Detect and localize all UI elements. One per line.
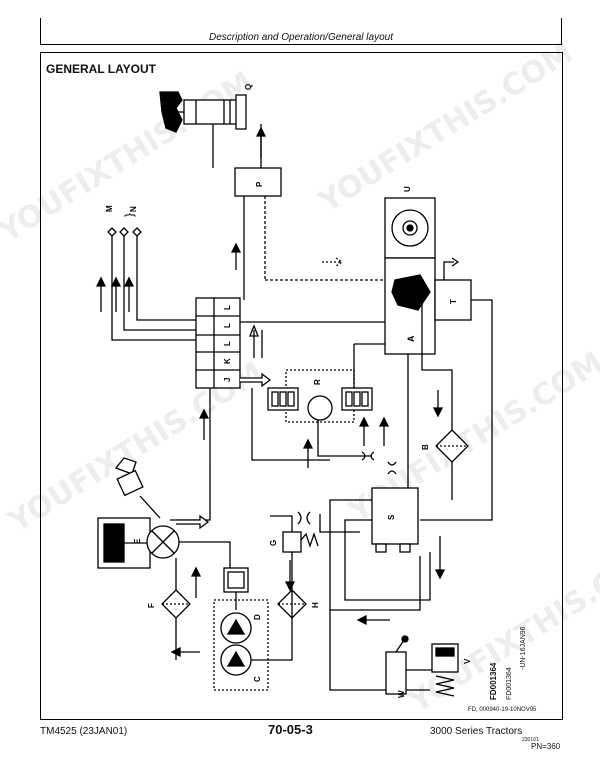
date-stamp: -UN-16JAN96 [520,626,527,670]
label-r: R [313,379,322,385]
svg-text:}: } [122,213,136,217]
fd-line: FD, 000940-19-10NOV95 [468,707,537,713]
label-s: S [387,514,396,520]
label-a: A [406,335,416,342]
label-b: B [421,444,430,450]
header-text: Description and Operation/General layout [209,32,393,43]
label-m: M [105,205,114,212]
label-c: C [253,676,262,682]
product-name: 3000 Series Tractors [430,726,523,737]
label-u: U [403,186,412,192]
small-code: 230101 [522,737,539,743]
label-e: E [133,538,142,544]
component-f: F [147,589,191,619]
label-l3: L [223,305,232,310]
label-t: T [449,299,458,304]
figure-id: FD001364 [489,662,498,700]
label-g: G [269,540,278,546]
component-q: Q [159,84,262,168]
ports-mn [107,227,142,237]
label-l2: L [223,323,232,328]
component-s: S [371,487,419,553]
label-n: N [129,206,138,212]
component-p: P [234,167,282,197]
label-p: P [255,181,264,187]
label-h: H [311,602,320,608]
label-j: J [223,378,232,382]
component-pump: D C [213,567,269,691]
label-v: V [463,658,472,664]
pn-number: PN=360 [531,742,561,751]
valve-stack: J K L L L [195,297,241,389]
component-a: A [384,257,436,355]
component-v: V [431,643,472,697]
section-title: GENERAL LAYOUT [46,62,157,76]
label-f: F [147,603,156,608]
label-q: Q [244,84,253,90]
figure-ref-small: FD001364 [506,667,513,700]
label-w: W [397,690,406,698]
label-k: K [223,358,232,364]
component-w: W [385,635,409,698]
component-h: H [277,589,320,619]
page-number: 70-05-3 [268,722,313,737]
component-r: R [267,369,373,423]
component-t: T [434,257,472,321]
label-d: D [253,614,262,620]
component-b: B [421,429,469,463]
component-e: E [97,457,180,569]
component-g: G [269,531,319,553]
page-header: Description and Operation/General layout [40,18,562,45]
content-frame [40,52,563,720]
component-u: U [384,186,436,259]
doc-id: TM4525 (23JAN01) [40,726,128,737]
label-l1: L [223,341,232,346]
